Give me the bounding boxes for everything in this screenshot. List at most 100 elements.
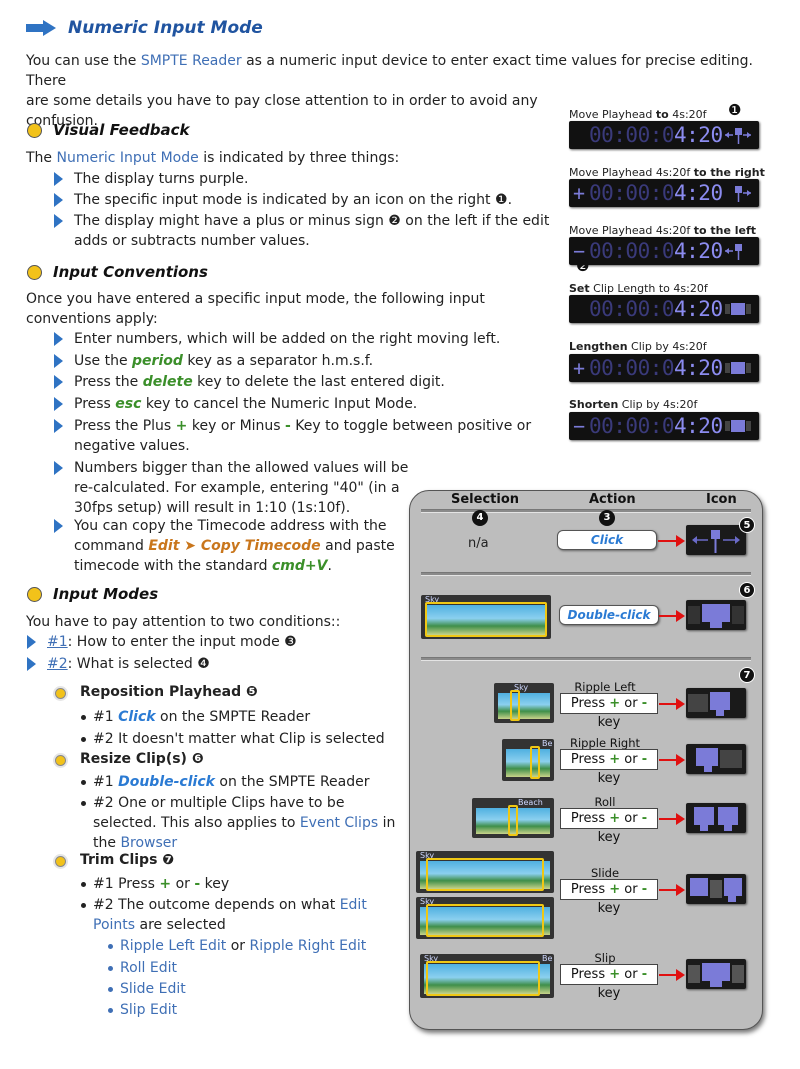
bullet-arrow-icon: [27, 657, 36, 671]
input-modes-heading: Input Modes: [53, 585, 159, 603]
visual-bullet-3: The display might have a plus or minus s…: [74, 213, 550, 249]
display-label: Move Playhead 4s:20f to the left: [569, 224, 757, 237]
slip-key-box: Press + or - key: [560, 964, 658, 1001]
subsection-bullet-icon: [55, 688, 66, 699]
convention-7: You can copy the Timecode address with t…: [74, 518, 395, 574]
divider: [421, 509, 751, 513]
title-arrow-icon: [26, 20, 56, 36]
visual-feedback-heading: Visual Feedback: [53, 121, 190, 139]
list-dot-icon: [108, 966, 113, 971]
ripple-left-key-box: Press + or - key: [560, 693, 658, 730]
condition-2-link[interactable]: #2: [47, 656, 68, 672]
playhead-right-icon: [735, 186, 751, 202]
clip-thumbnail: Be: [502, 739, 554, 781]
input-conventions-heading: Input Conventions: [53, 263, 208, 281]
event-clips-link[interactable]: Event Clips: [299, 815, 379, 831]
list-dot-icon: [81, 780, 86, 785]
list-dot-icon: [81, 715, 86, 720]
badge-3: 3: [599, 510, 615, 526]
convention-4: Press esc key to cancel the Numeric Inpu…: [74, 396, 418, 412]
edit-points-link-cont[interactable]: Points: [93, 917, 136, 933]
mode-condition-1: #1: How to enter the input mode ❸: [47, 634, 297, 650]
ripple-right-key-box: Press + or - key: [560, 749, 658, 786]
slip-label: Slip: [594, 951, 616, 965]
bullet-arrow-icon: [27, 635, 36, 649]
conventions-intro: Once you have entered a specific input m…: [26, 291, 485, 327]
timecode-display[interactable]: 00:00:04:20: [569, 121, 759, 149]
column-header-action: Action: [589, 492, 636, 507]
bullet-arrow-icon: [54, 461, 63, 475]
ripple-right-label: Ripple Right: [570, 736, 640, 750]
list-dot-icon: [81, 801, 86, 806]
intro-paragraph: You can use the SMPTE Reader as a numeri…: [26, 53, 753, 129]
display-badge: ❷: [576, 257, 590, 275]
slip-edit-link[interactable]: Slip Edit: [120, 1002, 178, 1018]
reposition-item-1: #1 Click on the SMPTE Reader: [93, 709, 311, 725]
display-label: Move Playhead to 4s:20f: [569, 108, 707, 121]
timecode-display[interactable]: − 00:00:04:20: [569, 412, 759, 440]
convention-5: Press the Plus + key or Minus - Key to t…: [74, 418, 532, 454]
clip-thumbnail: Sky Be: [420, 954, 554, 998]
playhead-mode-icon: [686, 525, 746, 555]
edit-points-link[interactable]: Edit: [339, 897, 367, 913]
resize-item-1: #1 Double-click on the SMPTE Reader: [93, 774, 370, 790]
convention-2: Use the period key as a separator h.m.s.…: [74, 353, 374, 369]
trim-item-1: #1 Press + or - key: [93, 876, 230, 892]
column-header-icon: Icon: [706, 492, 737, 507]
display-label: Lengthen Clip by 4s:20f: [569, 340, 707, 353]
slip-icon: [686, 959, 746, 989]
resize-item-2: #2 One or multiple Clips have to be sele…: [93, 795, 396, 851]
clip-length-icon: [725, 420, 751, 432]
bullet-arrow-icon: [54, 332, 63, 346]
trim-item-2: #2 The outcome depends on what Edit Poin…: [93, 897, 367, 933]
list-dot-icon: [108, 944, 113, 949]
convention-3: Press the delete key to delete the last …: [74, 374, 445, 390]
click-action-button[interactable]: Click: [557, 530, 657, 550]
list-dot-icon: [81, 882, 86, 887]
trim-sub-1: Ripple Left Edit or Ripple Right Edit: [120, 938, 367, 954]
bullet-arrow-icon: [54, 354, 63, 368]
trim-clips-heading: Trim Clips ❼: [80, 852, 175, 868]
slide-edit-link[interactable]: Slide Edit: [120, 981, 186, 997]
timecode-display[interactable]: + 00:00:04:20: [569, 354, 759, 382]
smpte-reader-link[interactable]: SMPTE Reader: [140, 53, 242, 69]
badge-6: 6: [739, 582, 755, 598]
roll-label: Roll: [594, 795, 616, 809]
clip-thumbnail: Sky: [494, 683, 554, 723]
bullet-arrow-icon: [54, 193, 63, 207]
section-bullet-icon: [27, 587, 42, 602]
roll-key-box: Press + or - key: [560, 808, 658, 845]
section-bullet-icon: [27, 265, 42, 280]
clip-thumbnail: Sky: [416, 851, 554, 893]
resize-mode-icon: [686, 600, 746, 630]
visual-bullet-2: The specific input mode is indicated by …: [74, 192, 513, 208]
browser-link[interactable]: Browser: [120, 835, 178, 851]
numeric-input-mode-link[interactable]: Numeric Input Mode: [56, 150, 199, 166]
section-bullet-icon: [27, 123, 42, 138]
page-title: Numeric Input Mode: [68, 18, 263, 38]
display-label: Move Playhead 4s:20f to the right: [569, 166, 765, 179]
badge-4: 4: [472, 510, 488, 526]
slide-key-box: Press + or - key: [560, 879, 658, 916]
timecode-display[interactable]: − 00:00:04:20: [569, 237, 759, 265]
bullet-arrow-icon: [54, 419, 63, 433]
timecode-display[interactable]: 00:00:04:20: [569, 295, 759, 323]
double-click-action-button[interactable]: Double-click: [559, 605, 659, 625]
convention-6: Numbers bigger than the allowed values w…: [74, 460, 409, 516]
clip-length-icon: [725, 362, 751, 374]
slide-label: Slide: [590, 866, 620, 880]
bullet-arrow-icon: [54, 519, 63, 533]
roll-edit-link[interactable]: Roll Edit: [120, 960, 178, 976]
ripple-right-icon: [686, 744, 746, 774]
list-dot-icon: [108, 1008, 113, 1013]
list-dot-icon: [108, 987, 113, 992]
list-dot-icon: [81, 737, 86, 742]
divider: [421, 657, 751, 661]
playhead-left-icon: [725, 244, 742, 260]
ripple-right-edit-link[interactable]: Ripple Right Edit: [249, 938, 367, 954]
timecode-display[interactable]: + 00:00:04:20: [569, 179, 759, 207]
condition-1-link[interactable]: #1: [47, 634, 68, 650]
ripple-left-edit-link[interactable]: Ripple Left Edit: [120, 938, 227, 954]
arrow-icon: [659, 754, 685, 766]
list-dot-icon: [81, 903, 86, 908]
